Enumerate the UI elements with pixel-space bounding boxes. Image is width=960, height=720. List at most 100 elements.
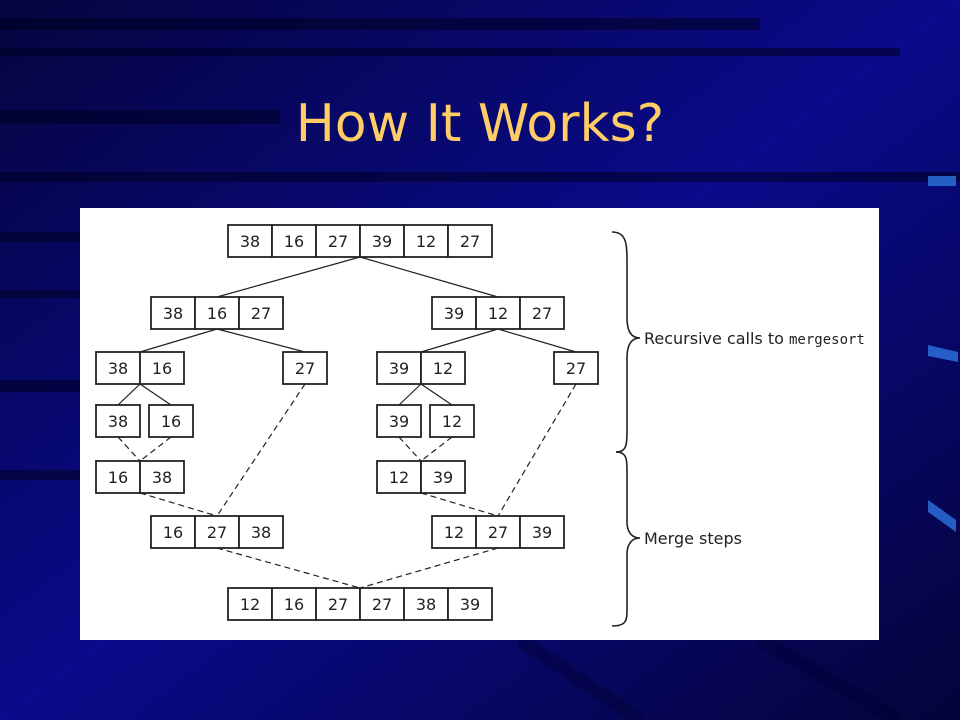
array-cell: 16 bbox=[95, 460, 141, 494]
cell-border bbox=[431, 296, 477, 330]
cell-value: 27 bbox=[328, 232, 348, 251]
slide-title: How It Works? bbox=[295, 94, 665, 154]
cell-border bbox=[376, 404, 422, 438]
cell-border bbox=[150, 515, 196, 549]
merge-connector bbox=[216, 383, 306, 517]
array-cell: 16 bbox=[150, 515, 196, 549]
cell-border bbox=[420, 351, 466, 385]
cell-border bbox=[376, 351, 422, 385]
cell-value: 16 bbox=[161, 412, 181, 431]
array-cell: 39 bbox=[420, 460, 466, 494]
array-cell: 27 bbox=[475, 515, 521, 549]
brace-recursive-calls bbox=[611, 231, 641, 453]
array-cell: 12 bbox=[227, 587, 273, 621]
array-cell: 27 bbox=[194, 515, 240, 549]
merge-connector bbox=[420, 436, 453, 462]
cell-border bbox=[475, 296, 521, 330]
cell-value: 27 bbox=[532, 304, 552, 323]
cell-border bbox=[238, 296, 284, 330]
array-cell: 39 bbox=[519, 515, 565, 549]
array-cell: 27 bbox=[519, 296, 565, 330]
array-cell: 39 bbox=[447, 587, 493, 621]
label-merge-steps: Merge steps bbox=[644, 529, 742, 548]
split-level-2-array-0: 38 16 bbox=[95, 351, 185, 385]
merge-connector bbox=[139, 492, 218, 517]
merge-connector bbox=[216, 547, 361, 589]
cell-value: 27 bbox=[488, 523, 508, 542]
split-level-3-array-2: 39 bbox=[376, 404, 422, 438]
array-cell: 12 bbox=[420, 351, 466, 385]
array-cell: 12 bbox=[431, 515, 477, 549]
split-level-3-array-1: 16 bbox=[148, 404, 194, 438]
cell-border bbox=[95, 351, 141, 385]
merge-connector bbox=[117, 436, 141, 462]
array-cell: 38 bbox=[139, 460, 185, 494]
array-cell: 39 bbox=[376, 404, 422, 438]
split-level-3-array-0: 38 bbox=[95, 404, 141, 438]
array-cell: 38 bbox=[238, 515, 284, 549]
array-cell: 16 bbox=[139, 351, 185, 385]
cell-value: 16 bbox=[163, 523, 183, 542]
split-level-2-array-1: 27 bbox=[282, 351, 328, 385]
split-level-1-array-0: 38 16 27 bbox=[150, 296, 284, 330]
array-cell: 38 bbox=[150, 296, 196, 330]
cell-value: 38 bbox=[251, 523, 271, 542]
array-cell: 16 bbox=[148, 404, 194, 438]
cell-value: 16 bbox=[108, 468, 128, 487]
array-cell: 12 bbox=[376, 460, 422, 494]
split-level-3-array-3: 12 bbox=[429, 404, 475, 438]
cell-value: 16 bbox=[152, 359, 172, 378]
split-connector bbox=[420, 328, 499, 353]
cell-value: 39 bbox=[460, 595, 480, 614]
array-cell: 38 bbox=[95, 404, 141, 438]
cell-value: 16 bbox=[207, 304, 227, 323]
array-cell: 12 bbox=[475, 296, 521, 330]
array-cell: 27 bbox=[359, 587, 405, 621]
cell-border bbox=[139, 460, 185, 494]
merge-level-2-array-1: 12 27 39 bbox=[431, 515, 565, 549]
cell-value: 39 bbox=[389, 359, 409, 378]
cell-value: 12 bbox=[488, 304, 508, 323]
cell-value: 12 bbox=[240, 595, 260, 614]
cell-border bbox=[429, 404, 475, 438]
split-connector bbox=[139, 383, 172, 406]
merge-connector bbox=[398, 436, 422, 462]
cell-value: 12 bbox=[442, 412, 462, 431]
split-connector bbox=[216, 256, 361, 298]
split-connector bbox=[497, 328, 577, 353]
cell-border bbox=[519, 515, 565, 549]
split-connector bbox=[139, 328, 218, 353]
merge-connector bbox=[497, 383, 577, 517]
cell-border bbox=[519, 296, 565, 330]
cell-value: 27 bbox=[295, 359, 315, 378]
brace-merge-steps bbox=[611, 451, 641, 627]
array-cell: 27 bbox=[282, 351, 328, 385]
cell-value: 38 bbox=[240, 232, 260, 251]
cell-value: 38 bbox=[152, 468, 172, 487]
cell-value: 27 bbox=[566, 359, 586, 378]
split-level-1-array-1: 39 12 27 bbox=[431, 296, 565, 330]
cell-value: 16 bbox=[284, 232, 304, 251]
array-cell: 16 bbox=[271, 587, 317, 621]
cell-value: 27 bbox=[328, 595, 348, 614]
array-cell: 27 bbox=[447, 224, 493, 258]
merge-connector bbox=[139, 436, 172, 462]
cell-border bbox=[447, 224, 493, 258]
braces bbox=[611, 231, 641, 627]
cell-value: 39 bbox=[389, 412, 409, 431]
split-level-2-array-3: 27 bbox=[553, 351, 599, 385]
cell-border bbox=[282, 351, 328, 385]
cell-value: 12 bbox=[433, 359, 453, 378]
cell-border bbox=[359, 224, 405, 258]
cell-value: 39 bbox=[532, 523, 552, 542]
array-cell: 39 bbox=[376, 351, 422, 385]
cell-border bbox=[420, 460, 466, 494]
cell-value: 38 bbox=[108, 359, 128, 378]
array-cell: 27 bbox=[238, 296, 284, 330]
cell-border bbox=[315, 587, 361, 621]
cell-value: 39 bbox=[444, 304, 464, 323]
